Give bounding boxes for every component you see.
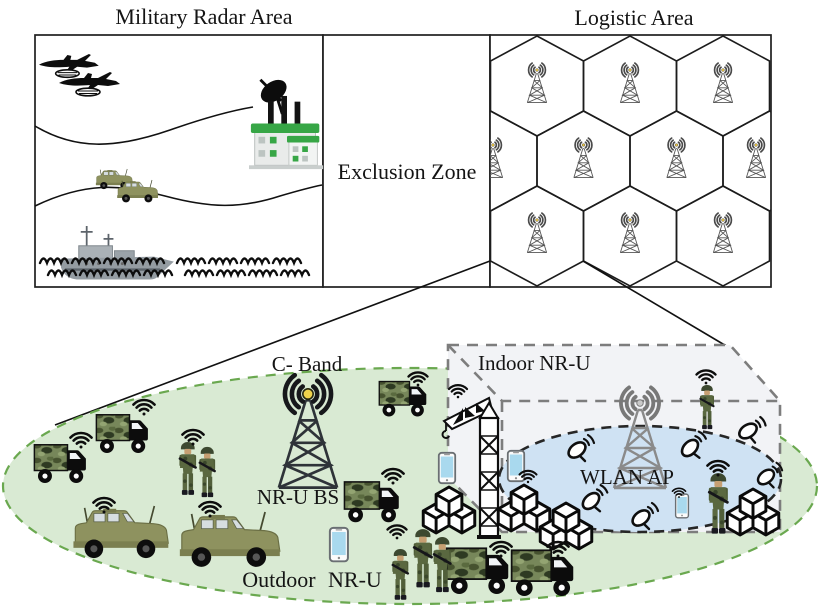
smartphone-icon [674,493,690,519]
hexagon-cell [675,185,771,287]
wlan-ap-label: WLAN AP [580,465,674,489]
wlan-antenna-icon [612,385,668,490]
terrain-curve [34,106,254,145]
smartphone-icon [328,526,349,563]
outdoor-nru-label: Outdoor NR-U [242,567,382,592]
nru-bs-label: NR-U BS [257,485,339,509]
crane-icon [441,396,501,539]
exclusion-zone-box [322,34,491,288]
logistic-area-title: Logistic Area [574,5,693,30]
terrain-curve [34,184,323,207]
c-band-label: C- Band [272,352,343,376]
smartphone-icon [437,451,457,485]
zoom-line [582,260,729,348]
indoor-nru-label: Indoor NR-U [478,351,591,375]
military-radar-area-title: Military Radar Area [115,4,292,29]
exclusion-zone-label: Exclusion Zone [338,159,477,184]
zoom-line [54,260,491,426]
hexagonal-cell-grid [490,35,771,287]
nru-base-station-icon [277,375,339,489]
top-panels: Military Radar Area Logistic Area Exclus… [34,4,772,288]
